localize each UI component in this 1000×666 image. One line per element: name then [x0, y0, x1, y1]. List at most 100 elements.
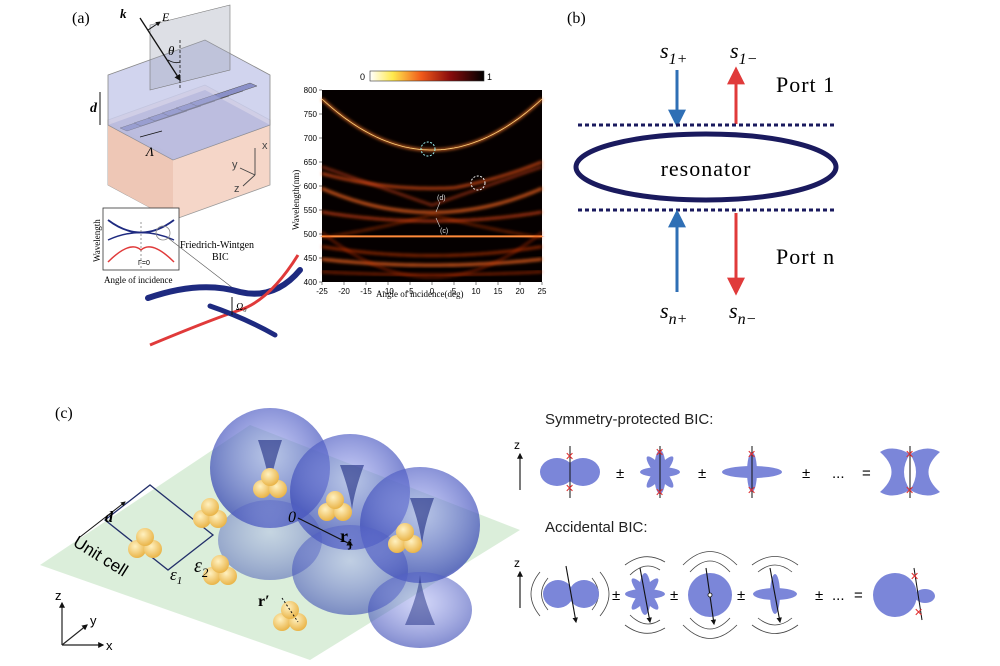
sym-z-axis: z	[514, 438, 523, 490]
sym-bic-row: ✕ ✕ ± ✕ ✕ ± ✕ ✕ ± ... =	[540, 446, 940, 499]
grating-bars	[108, 82, 270, 160]
y-axis	[239, 167, 256, 176]
mark-c-line	[435, 217, 441, 228]
resonator-label: resonator	[661, 156, 752, 181]
s1-minus-label: s1−	[730, 38, 757, 68]
acc-pm-4: ±	[815, 587, 823, 604]
d-arrow	[79, 501, 126, 538]
eps1-label: ε1	[170, 565, 182, 587]
heatmap-ylabel: Wavelength(nm)	[291, 170, 301, 230]
x-tick-label: -15	[360, 287, 372, 296]
band-455	[321, 245, 543, 257]
acc4-waves-top	[751, 556, 799, 573]
inset-ylabel: Wavelength	[92, 219, 102, 262]
band-550	[321, 187, 543, 214]
radiation-lobes	[210, 408, 480, 648]
acc-result-lobe	[873, 573, 917, 617]
colorbar	[369, 70, 485, 82]
axis-x-label: x	[262, 140, 268, 152]
sym-dots: ...	[832, 465, 845, 482]
resonator-ellipse	[573, 131, 839, 203]
particle-lobe	[136, 528, 154, 546]
axis-z-label: z	[234, 183, 240, 195]
c-z-label: z	[55, 588, 62, 603]
band-400	[321, 231, 543, 278]
y-tick-label: 650	[304, 158, 318, 167]
bic-label-line2: BIC	[212, 252, 229, 263]
lambda-label: Λ	[144, 144, 154, 159]
z-axis	[242, 174, 256, 187]
sym3-cross-bottom: ✕	[747, 485, 756, 497]
theta-label: θ	[168, 43, 175, 58]
inset-gamma-label: Γ=0	[138, 260, 150, 267]
y-tick-label: 750	[304, 110, 318, 119]
x-tick-label: -25	[316, 287, 328, 296]
sym-result-right	[910, 448, 940, 496]
lobe-1-funnel	[258, 440, 282, 488]
acc1-lobe-right	[569, 580, 599, 608]
mark-d-line	[435, 201, 441, 213]
inset-xlabel: Angle of incidence	[104, 275, 172, 285]
acc-z-axis: z	[514, 556, 523, 608]
zoom-blue-lower	[207, 303, 278, 338]
particle-lobe	[261, 468, 279, 486]
acc-term-1	[530, 565, 610, 624]
particle-lobe	[326, 491, 344, 509]
y-tick-label: 800	[304, 86, 318, 95]
acc-dots: ...	[832, 587, 845, 604]
sym1-lobe-left	[540, 458, 574, 486]
acc-bic-title: Accidental BIC:	[545, 519, 648, 536]
acc1-axis	[565, 565, 578, 624]
origin-label: 0	[288, 509, 296, 526]
theta-arc	[167, 59, 181, 64]
acc3-waves-top	[682, 551, 738, 573]
sn-plus-label: sn+	[660, 298, 687, 328]
acc-term-3	[682, 551, 738, 639]
acc-term-2	[624, 556, 666, 634]
colorbar-min: 0	[360, 72, 365, 82]
acc-result-cross-bottom: ✕	[914, 607, 923, 619]
sym-z-label: z	[514, 438, 520, 452]
acc-term-4	[751, 556, 799, 634]
panel-c-label: (c)	[55, 405, 73, 422]
band-600	[321, 160, 543, 190]
acc4-axis	[769, 567, 782, 624]
acc-pm-3: ±	[737, 587, 745, 604]
omega-label: Ω₀	[236, 302, 247, 313]
zoom-red-band	[149, 254, 300, 347]
sym-pm-3: ±	[802, 465, 810, 482]
acc4-waves-bottom	[751, 617, 799, 634]
acc3-waves-bottom	[682, 617, 738, 639]
portn-label: Port n	[776, 244, 835, 269]
panel-a-label: (a)	[72, 10, 90, 27]
k-label: k	[120, 6, 127, 21]
particle-lobe	[281, 601, 299, 619]
heatmap-area	[322, 90, 542, 282]
e-vector	[147, 21, 161, 31]
bic-label-line1: Friedrich-Wintgen	[180, 240, 254, 251]
heatmap-bands	[321, 98, 543, 278]
rj-label: rj	[340, 526, 352, 550]
sym1-cross-top: ✕	[565, 451, 574, 463]
eps2-label: ε2	[194, 555, 209, 580]
inset-bic-circle	[155, 225, 171, 241]
acc-pm-2: ±	[670, 587, 678, 604]
sym-term-2: ✕ ✕	[640, 446, 680, 499]
rprime-line	[281, 597, 299, 623]
lobe-3-funnel	[410, 498, 434, 545]
y-tick-label: 500	[304, 230, 318, 239]
y-tick-label: 550	[304, 206, 318, 215]
sym-eq: =	[862, 465, 871, 482]
s1-plus-label: s1+	[660, 38, 687, 68]
acc2-axis	[639, 567, 652, 624]
zoom-line	[167, 237, 239, 293]
sym-result-cross-top: ✕	[905, 449, 914, 461]
acc2-waves-top	[624, 556, 666, 576]
acc-pm-1: ±	[612, 587, 620, 604]
acc3-center	[707, 592, 713, 598]
x-tick-label: -20	[338, 287, 350, 296]
lobe-3-lower-funnel	[405, 575, 435, 625]
heatmap-xlabel: Angle of incidence(deg)	[376, 289, 463, 299]
